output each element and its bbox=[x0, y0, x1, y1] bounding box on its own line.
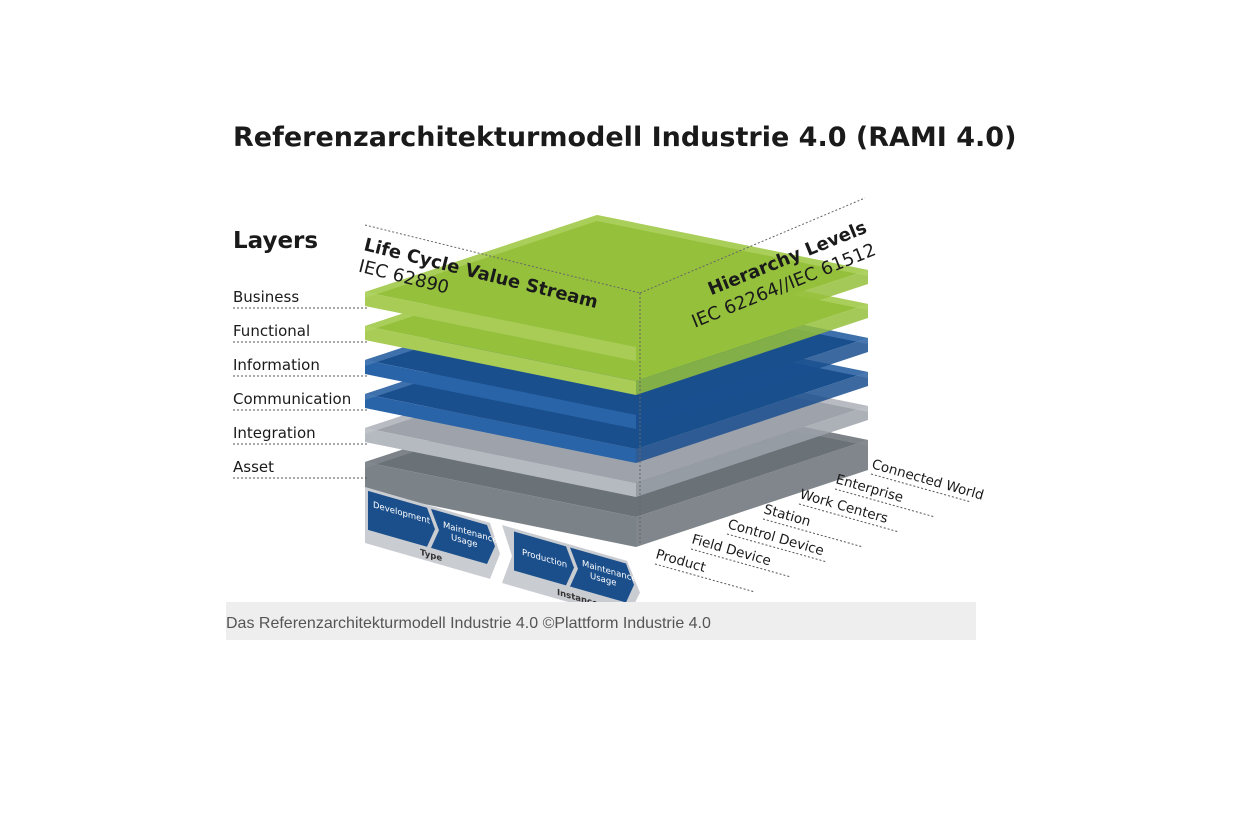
layer-label: Asset bbox=[233, 458, 274, 476]
diagram-title: Referenzarchitekturmodell Industrie 4.0 … bbox=[233, 122, 1016, 153]
hierarchy-leader bbox=[834, 488, 936, 518]
production-chevron bbox=[514, 531, 574, 586]
layer-label: Functional bbox=[233, 322, 310, 340]
layer-label: Integration bbox=[233, 424, 316, 442]
layer-label: Information bbox=[233, 356, 320, 374]
hierarchy-leader bbox=[762, 518, 864, 548]
layer-label: Communication bbox=[233, 390, 351, 408]
axis-lines bbox=[364, 197, 866, 545]
development-chevron bbox=[368, 490, 435, 547]
image-caption: Das Referenzarchitekturmodell Industrie … bbox=[226, 602, 976, 640]
hierarchy-leader bbox=[798, 503, 900, 533]
hierarchy-leader bbox=[690, 548, 792, 578]
layer-stack bbox=[365, 215, 868, 547]
type-band: Development Maintenance Usage Type bbox=[365, 487, 500, 579]
layers-heading: Layers bbox=[233, 228, 318, 254]
hierarchy-leader bbox=[870, 473, 972, 503]
layer-label: Business bbox=[233, 288, 299, 306]
instance-band: Production Maintenance Usage Instance bbox=[502, 525, 640, 619]
layer-business bbox=[365, 215, 868, 361]
layer-labels: BusinessFunctionalInformationCommunicati… bbox=[233, 288, 367, 479]
type-maintenance-chevron bbox=[431, 508, 495, 564]
instance-maintenance-chevron bbox=[570, 547, 634, 603]
hierarchy-leader bbox=[654, 563, 756, 593]
hierarchy-leader bbox=[726, 533, 828, 563]
